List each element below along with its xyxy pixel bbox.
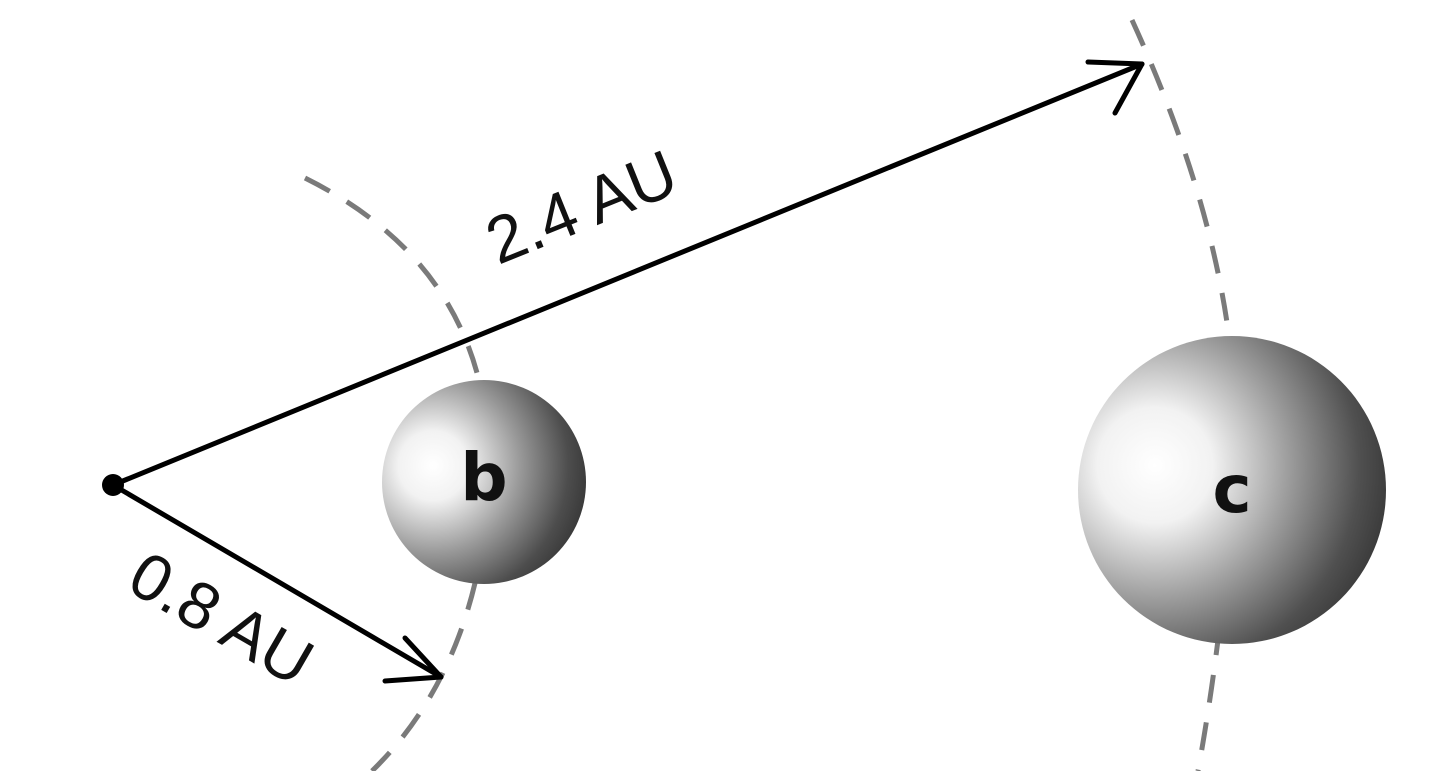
distance-label-b: 0.8 AU	[117, 537, 326, 700]
planet-c-label: c	[1212, 451, 1251, 528]
planet-b-label: b	[460, 439, 507, 516]
star-dot	[102, 474, 124, 496]
distance-arrow-b	[110, 482, 444, 684]
distance-arrow-c	[110, 59, 1145, 488]
distance-label-c: 2.4 AU	[476, 135, 687, 278]
planet-c: c	[1078, 336, 1386, 644]
planet-b-sphere	[382, 380, 586, 584]
planet-b: b	[382, 380, 586, 584]
planet-c-sphere	[1078, 336, 1386, 644]
orbit-c-dashed-line	[1129, 18, 1239, 771]
